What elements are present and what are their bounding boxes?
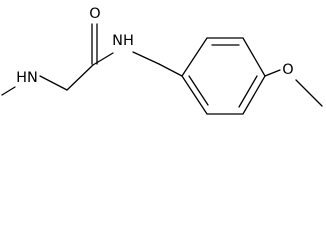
amide-nitrogen-label: NH [112, 33, 134, 49]
bond-nh-ch2 [39, 75, 68, 91]
bond-ring-o [264, 69, 281, 77]
structure-diagram: O HN NH O [1, 6, 323, 115]
ether-oxygen-label: O [282, 62, 293, 78]
atom-labels: O HN NH O [16, 6, 294, 86]
ring-inner-bond-2 [238, 75, 258, 108]
amine-nitrogen-label: HN [16, 70, 38, 86]
carbonyl-oxygen-label: O [89, 6, 100, 22]
bond-o-methyl [295, 79, 323, 107]
benzene-ring [181, 37, 266, 115]
bond-carbonyl-nh [92, 52, 114, 66]
bond-methyl-nh [1, 86, 16, 96]
bonds [1, 23, 323, 115]
bond-nh-benzyl [132, 51, 160, 65]
bond-ch2-carbonyl [66, 64, 94, 91]
ring-inner-bond-3 [188, 75, 209, 106]
bond-benzyl-ring [158, 63, 183, 77]
